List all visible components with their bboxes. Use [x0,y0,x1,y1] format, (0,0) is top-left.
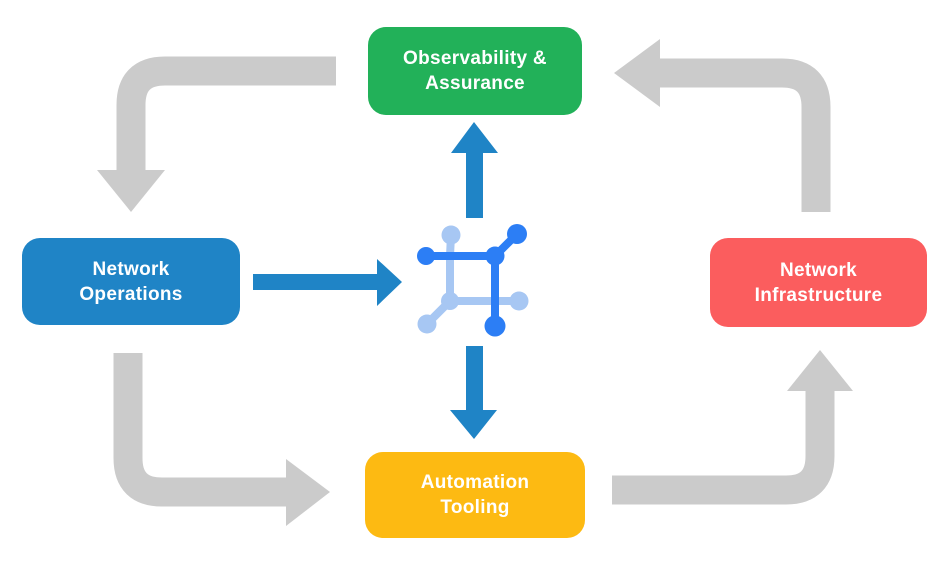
arrow-operations-to-automation [113,353,330,526]
arrow-center-to-automation [450,346,497,439]
node-label-line: Operations [79,283,183,305]
node-label-line: Tooling [440,497,510,518]
arrow-operations-to-center [253,259,402,306]
node-label-line: Network [92,258,170,280]
node-label-line: Observability & [403,48,547,69]
node-automation-tooling: Automation Tooling [365,452,585,538]
network-automation-mesh-icon [417,224,529,337]
arrow-automation-to-infrastructure [612,350,853,505]
arrow-infrastructure-to-observability [614,39,831,212]
node-network-operations: Network Operations [22,238,240,325]
node-label-line: Network [779,259,858,281]
node-network-infrastructure: Network Infrastructure [710,238,927,327]
node-label-line: Automation [420,472,530,493]
node-observability-assurance: Observability & Assurance [368,27,582,115]
node-label-line: Assurance [425,73,525,94]
arrow-observability-to-operations [97,56,336,212]
arrow-center-to-observability [451,122,498,218]
node-label-line: Infrastructure [754,284,883,306]
